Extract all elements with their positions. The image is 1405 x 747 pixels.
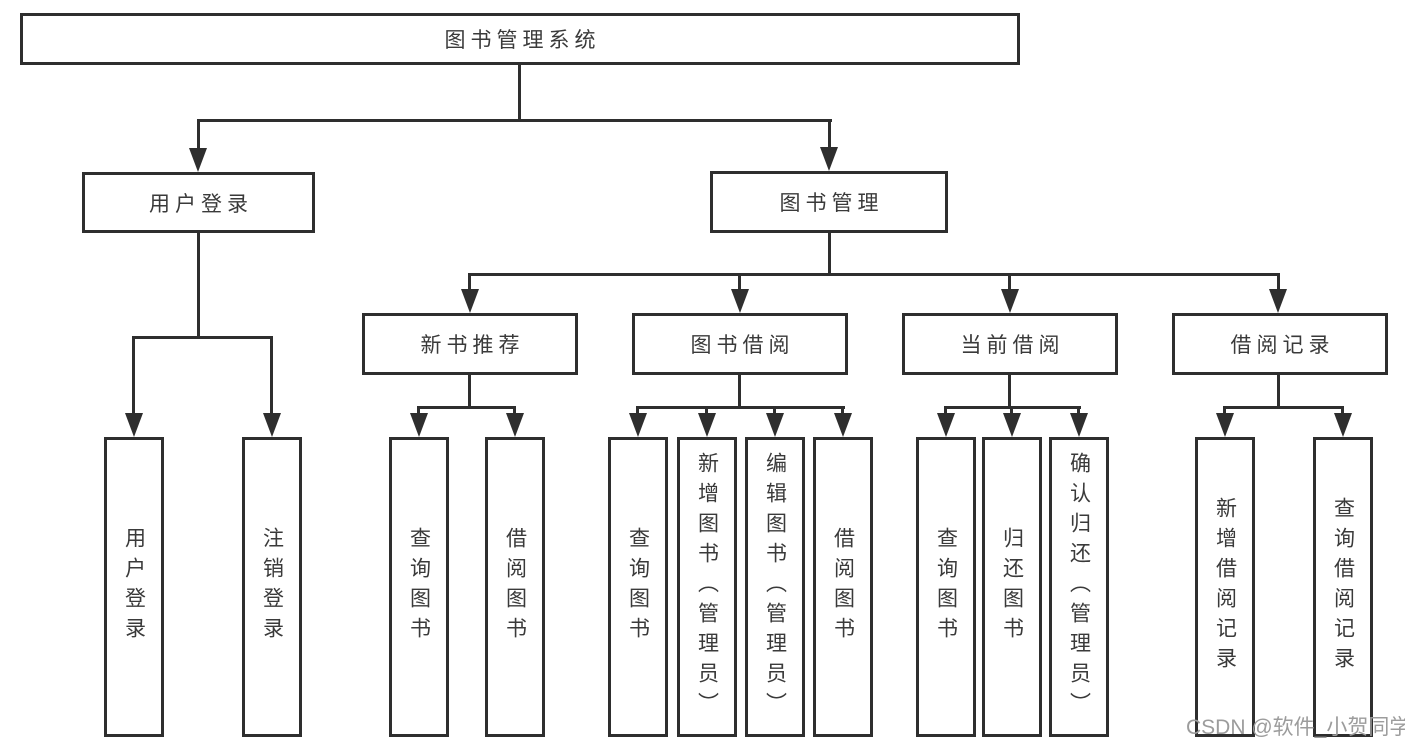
connector-line-v <box>1223 406 1226 416</box>
connector-line-v <box>468 375 471 409</box>
node-label: 用户登录 <box>149 192 253 216</box>
arrow-down-icon <box>1001 289 1019 313</box>
connector-line-v <box>513 406 516 416</box>
node-query-books-current: 查询图书 <box>916 437 976 737</box>
node-label: 新增借阅记录 <box>1213 497 1237 677</box>
node-user-login-branch: 用户登录 <box>82 172 315 233</box>
arrow-down-icon <box>461 289 479 313</box>
node-label: 查询借阅记录 <box>1331 497 1355 677</box>
connector-line-v <box>738 375 741 409</box>
node-label: 新增图书（管理员） <box>695 452 719 722</box>
node-logout: 注销登录 <box>242 437 302 737</box>
node-label: 借阅记录 <box>1230 334 1335 357</box>
connector-line-v <box>518 64 521 121</box>
node-label: 图书管理 <box>779 192 884 215</box>
node-add-book-admin: 新增图书（管理员） <box>677 437 737 737</box>
connector-line-v <box>828 119 831 149</box>
node-label: 查询图书 <box>407 527 431 647</box>
arrow-down-icon <box>698 413 716 437</box>
node-new-book-recommendation: 新书推荐 <box>362 313 578 375</box>
node-current-borrowing: 当前借阅 <box>902 313 1118 375</box>
connector-line-v <box>705 406 708 416</box>
connector-line-v <box>773 406 776 416</box>
connector-line-v <box>1077 406 1080 416</box>
node-book-management: 图书管理 <box>710 171 948 233</box>
node-label: 图书借阅 <box>690 334 795 357</box>
node-label: 图书管理系统 <box>444 29 601 52</box>
node-add-borrow-record: 新增借阅记录 <box>1195 437 1255 737</box>
node-label: 当前借阅 <box>960 334 1065 357</box>
node-borrow-books: 借阅图书 <box>813 437 873 737</box>
connector-line-h <box>197 119 832 122</box>
arrow-down-icon <box>125 413 143 437</box>
connector-line-v <box>1277 375 1280 409</box>
arrow-down-icon <box>629 413 647 437</box>
node-label: 查询图书 <box>626 527 650 647</box>
connector-line-v <box>738 273 741 293</box>
node-query-borrow-record: 查询借阅记录 <box>1313 437 1373 737</box>
arrow-down-icon <box>834 413 852 437</box>
arrow-down-icon <box>766 413 784 437</box>
arrow-down-icon <box>731 289 749 313</box>
arrow-down-icon <box>1003 413 1021 437</box>
node-user-login: 用户登录 <box>104 437 164 737</box>
arrow-down-icon <box>506 413 524 437</box>
node-borrow-books-recommend: 借阅图书 <box>485 437 545 737</box>
connector-line-v <box>636 406 639 416</box>
arrow-down-icon <box>410 413 428 437</box>
node-return-books: 归还图书 <box>982 437 1042 737</box>
node-confirm-return-admin: 确认归还（管理员） <box>1049 437 1109 737</box>
node-label: 归还图书 <box>1000 527 1024 647</box>
node-label: 借阅图书 <box>503 527 527 647</box>
connector-line-v <box>270 336 273 416</box>
arrow-down-icon <box>937 413 955 437</box>
connector-line-v <box>1277 273 1280 293</box>
connector-line-h <box>468 273 1280 276</box>
connector-line-v <box>828 233 831 276</box>
connector-line-v <box>1008 375 1011 409</box>
node-label: 新书推荐 <box>420 334 525 357</box>
arrow-down-icon <box>1269 289 1287 313</box>
arrow-down-icon <box>263 413 281 437</box>
arrow-down-icon <box>1070 413 1088 437</box>
arrow-down-icon <box>189 148 207 172</box>
connector-line-v <box>841 406 844 416</box>
connector-line-h <box>417 406 516 409</box>
connector-line-v <box>197 119 200 149</box>
node-label: 确认归还（管理员） <box>1067 452 1091 722</box>
connector-line-v <box>1008 273 1011 293</box>
connector-line-h <box>636 406 845 409</box>
connector-line-v <box>1010 406 1013 416</box>
node-label: 查询图书 <box>934 527 958 647</box>
csdn-watermark: CSDN @软件_小贺同学 <box>1186 716 1405 739</box>
connector-line-h <box>1223 406 1344 409</box>
connector-line-v <box>197 232 200 339</box>
node-label: 借阅图书 <box>831 527 855 647</box>
node-book-borrowing: 图书借阅 <box>632 313 848 375</box>
connector-line-v <box>468 273 471 293</box>
node-borrowing-records: 借阅记录 <box>1172 313 1388 375</box>
arrow-down-icon <box>1216 413 1234 437</box>
node-query-books-recommend: 查询图书 <box>389 437 449 737</box>
node-query-books-borrowing: 查询图书 <box>608 437 668 737</box>
arrow-down-icon <box>1334 413 1352 437</box>
node-edit-book-admin: 编辑图书（管理员） <box>745 437 805 737</box>
node-label: 用户登录 <box>122 527 146 647</box>
connector-line-v <box>417 406 420 416</box>
node-label: 注销登录 <box>260 527 284 647</box>
connector-line-v <box>1341 406 1344 416</box>
node-label: 编辑图书（管理员） <box>763 452 787 722</box>
arrow-down-icon <box>820 147 838 171</box>
connector-line-v <box>944 406 947 416</box>
node-library-system: 图书管理系统 <box>20 13 1020 65</box>
connector-line-v <box>132 336 135 416</box>
connector-line-h <box>132 336 273 339</box>
